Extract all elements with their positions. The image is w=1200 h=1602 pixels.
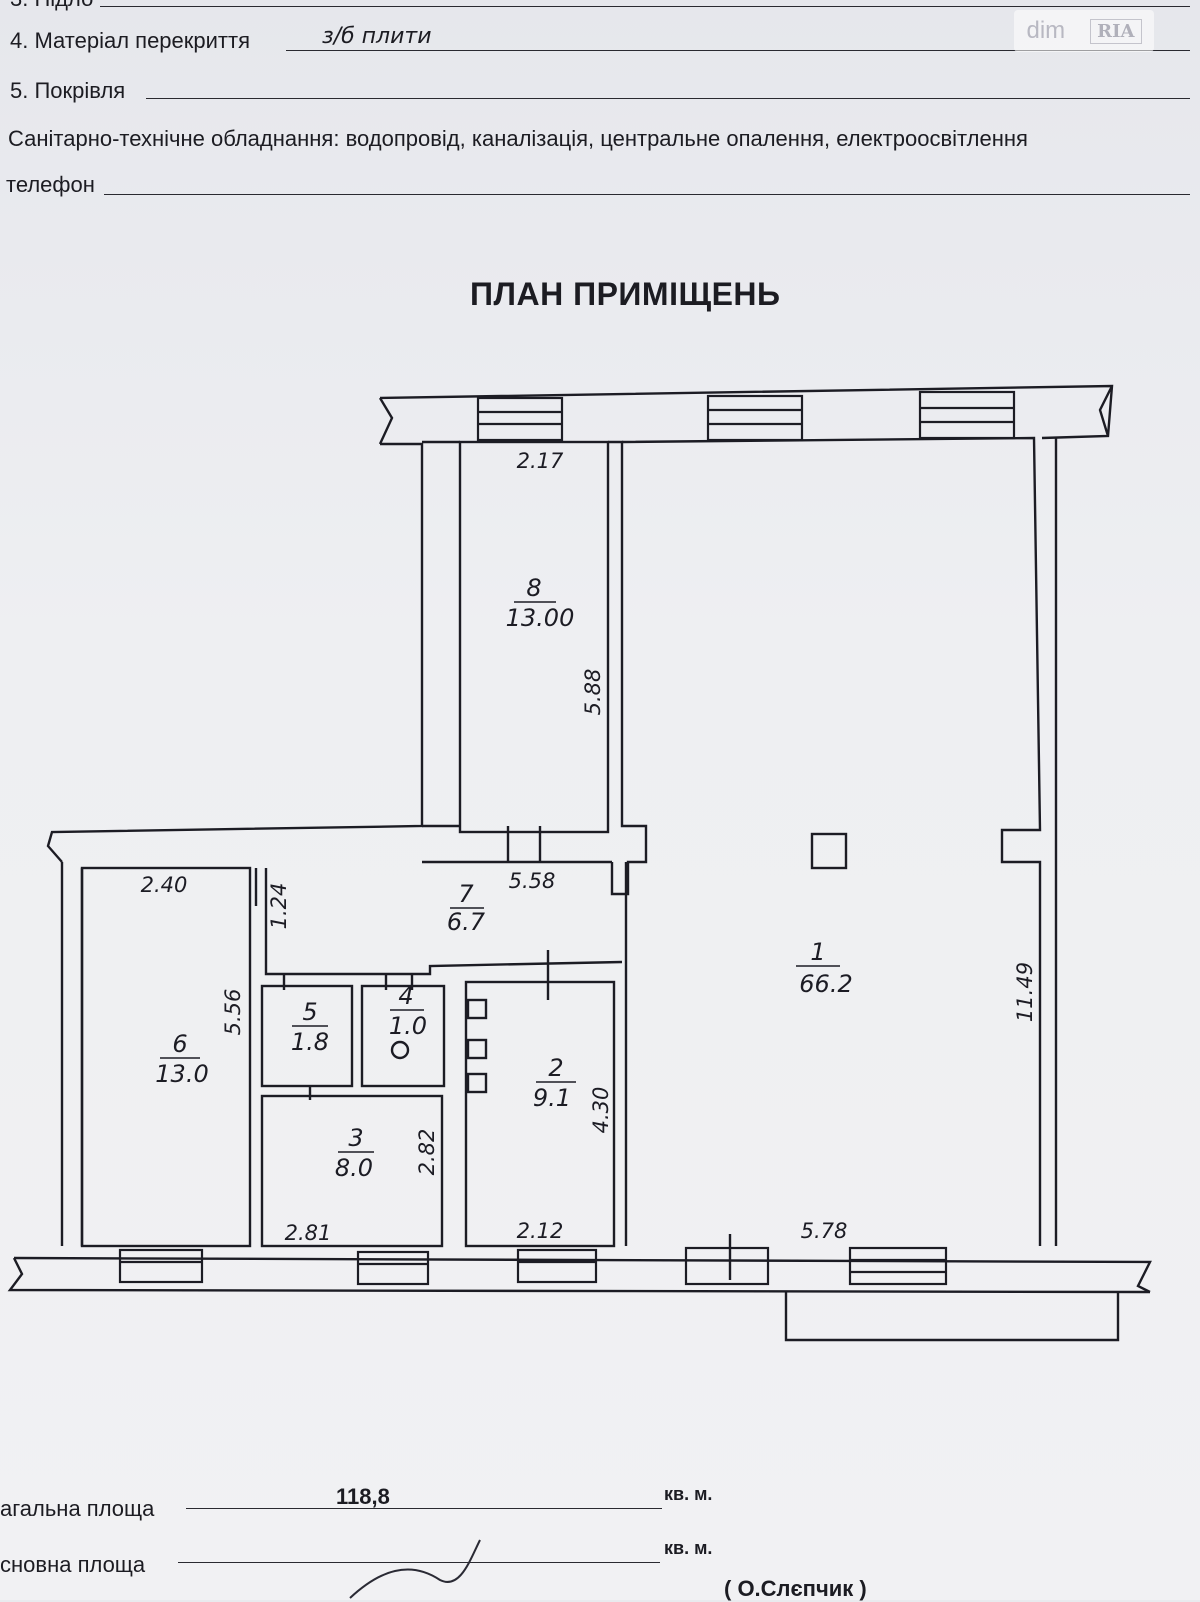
total-area-value: 118,8 (336, 1484, 390, 1509)
boiler-icon (390, 1040, 410, 1060)
room-5-outline (260, 984, 354, 1088)
wall-top-break-right (1098, 385, 1114, 437)
balcony-outline (784, 1292, 1120, 1342)
row5-label: 5. Покрівля (10, 78, 126, 103)
room-3-area: 8.0 (335, 1154, 373, 1182)
phone-underline (104, 194, 1190, 195)
room-8-outline (458, 440, 610, 834)
row4-value: з/б плити (322, 24, 432, 49)
room-5-area: 1.8 (291, 1028, 329, 1056)
window-bottom-4 (684, 1246, 770, 1286)
dim-room1-width: 5.78 (801, 1219, 848, 1243)
dim-room2-width: 2.12 (517, 1219, 564, 1243)
room-1-number: 1 (810, 938, 825, 966)
window-bottom-1 (118, 1248, 204, 1284)
row5-underline (146, 98, 1190, 99)
room-3-outline (260, 1094, 444, 1248)
room-6-outline (80, 866, 252, 1248)
phone-label: телефон (6, 172, 95, 197)
room-7-area: 6.7 (447, 908, 486, 936)
room-5-number: 5 (302, 998, 317, 1026)
signatory-name: ( О.Слєпчик ) (724, 1576, 867, 1601)
dim-room3-width: 2.81 (285, 1221, 332, 1245)
room-1-area: 66.2 (799, 970, 852, 998)
plan-title: ПЛАН ПРИМІЩЕНЬ (470, 276, 781, 312)
wall-corridor-top (422, 440, 648, 896)
dim-room8-width: 2.17 (517, 449, 564, 473)
corridor-7-outline (264, 868, 623, 976)
window-bottom-2 (356, 1250, 430, 1286)
chimney (810, 832, 848, 870)
total-area-label: агальна площа (0, 1496, 155, 1521)
row3-label: 3. Підло (10, 0, 93, 12)
room-1-outline (621, 436, 1042, 1246)
wall-room8-bottom (422, 824, 612, 864)
room-2-number: 2 (548, 1054, 563, 1082)
watermark-right-text: RIA (1090, 18, 1142, 44)
window-bottom-5 (848, 1246, 948, 1286)
dim-corridor-width: 5.58 (509, 869, 556, 893)
wall-bottom-outer (13, 1256, 1152, 1294)
wall-top-break-left (378, 397, 394, 445)
room-8-area: 13.00 (506, 604, 575, 632)
room-3-number: 3 (348, 1124, 363, 1152)
signature (349, 1539, 481, 1599)
stove-icon-3 (466, 1072, 488, 1094)
wall-top-inner-left (46, 442, 424, 863)
window-top-2 (706, 394, 804, 442)
dim-room3-side: 2.82 (415, 1129, 439, 1176)
room-6-number: 6 (172, 1030, 187, 1058)
door-ticks (254, 826, 732, 1280)
main-area-label: сновна площа (0, 1552, 146, 1577)
dim-room1-length: 11.49 (1013, 962, 1037, 1022)
room-2-outline (464, 980, 616, 1248)
room-4-outline (360, 984, 446, 1088)
stove-icon-1 (466, 998, 488, 1020)
sanitary-equipment-line: Санітарно-технічне обладнання: водопрові… (8, 126, 1028, 151)
main-area-unit: кв. м. (664, 1538, 713, 1558)
wall-bottom-outer-left (7, 1257, 1151, 1294)
wall-top-outer (379, 384, 1114, 440)
room-2-area: 9.1 (533, 1084, 571, 1112)
room-8-number: 8 (526, 574, 541, 602)
watermark-logo: dim RIA (1014, 10, 1154, 52)
room-6-area: 13.0 (155, 1060, 208, 1088)
dim-room6-length: 5.56 (221, 989, 245, 1036)
watermark-left-text: dim (1026, 17, 1066, 44)
room-4-area: 1.0 (389, 1012, 427, 1040)
room-7-number: 7 (458, 880, 474, 908)
row4-label: 4. Матеріал перекриття (10, 28, 250, 53)
row3-underline (100, 6, 1190, 7)
row4-underline (286, 50, 1190, 51)
dim-room7-short: 1.24 (267, 883, 291, 930)
total-area-unit: кв. м. (664, 1484, 713, 1504)
dim-room2-length: 4.30 (589, 1087, 613, 1134)
main-area-underline (178, 1562, 660, 1563)
dim-room6-width: 2.40 (141, 873, 188, 897)
stove-icon-2 (466, 1038, 488, 1060)
window-top-1 (476, 396, 564, 442)
window-bottom-3 (516, 1248, 598, 1284)
total-area-underline (186, 1508, 662, 1509)
window-top-3 (918, 390, 1016, 440)
dim-room8-length: 5.88 (581, 669, 605, 716)
room-4-number: 4 (398, 982, 413, 1010)
